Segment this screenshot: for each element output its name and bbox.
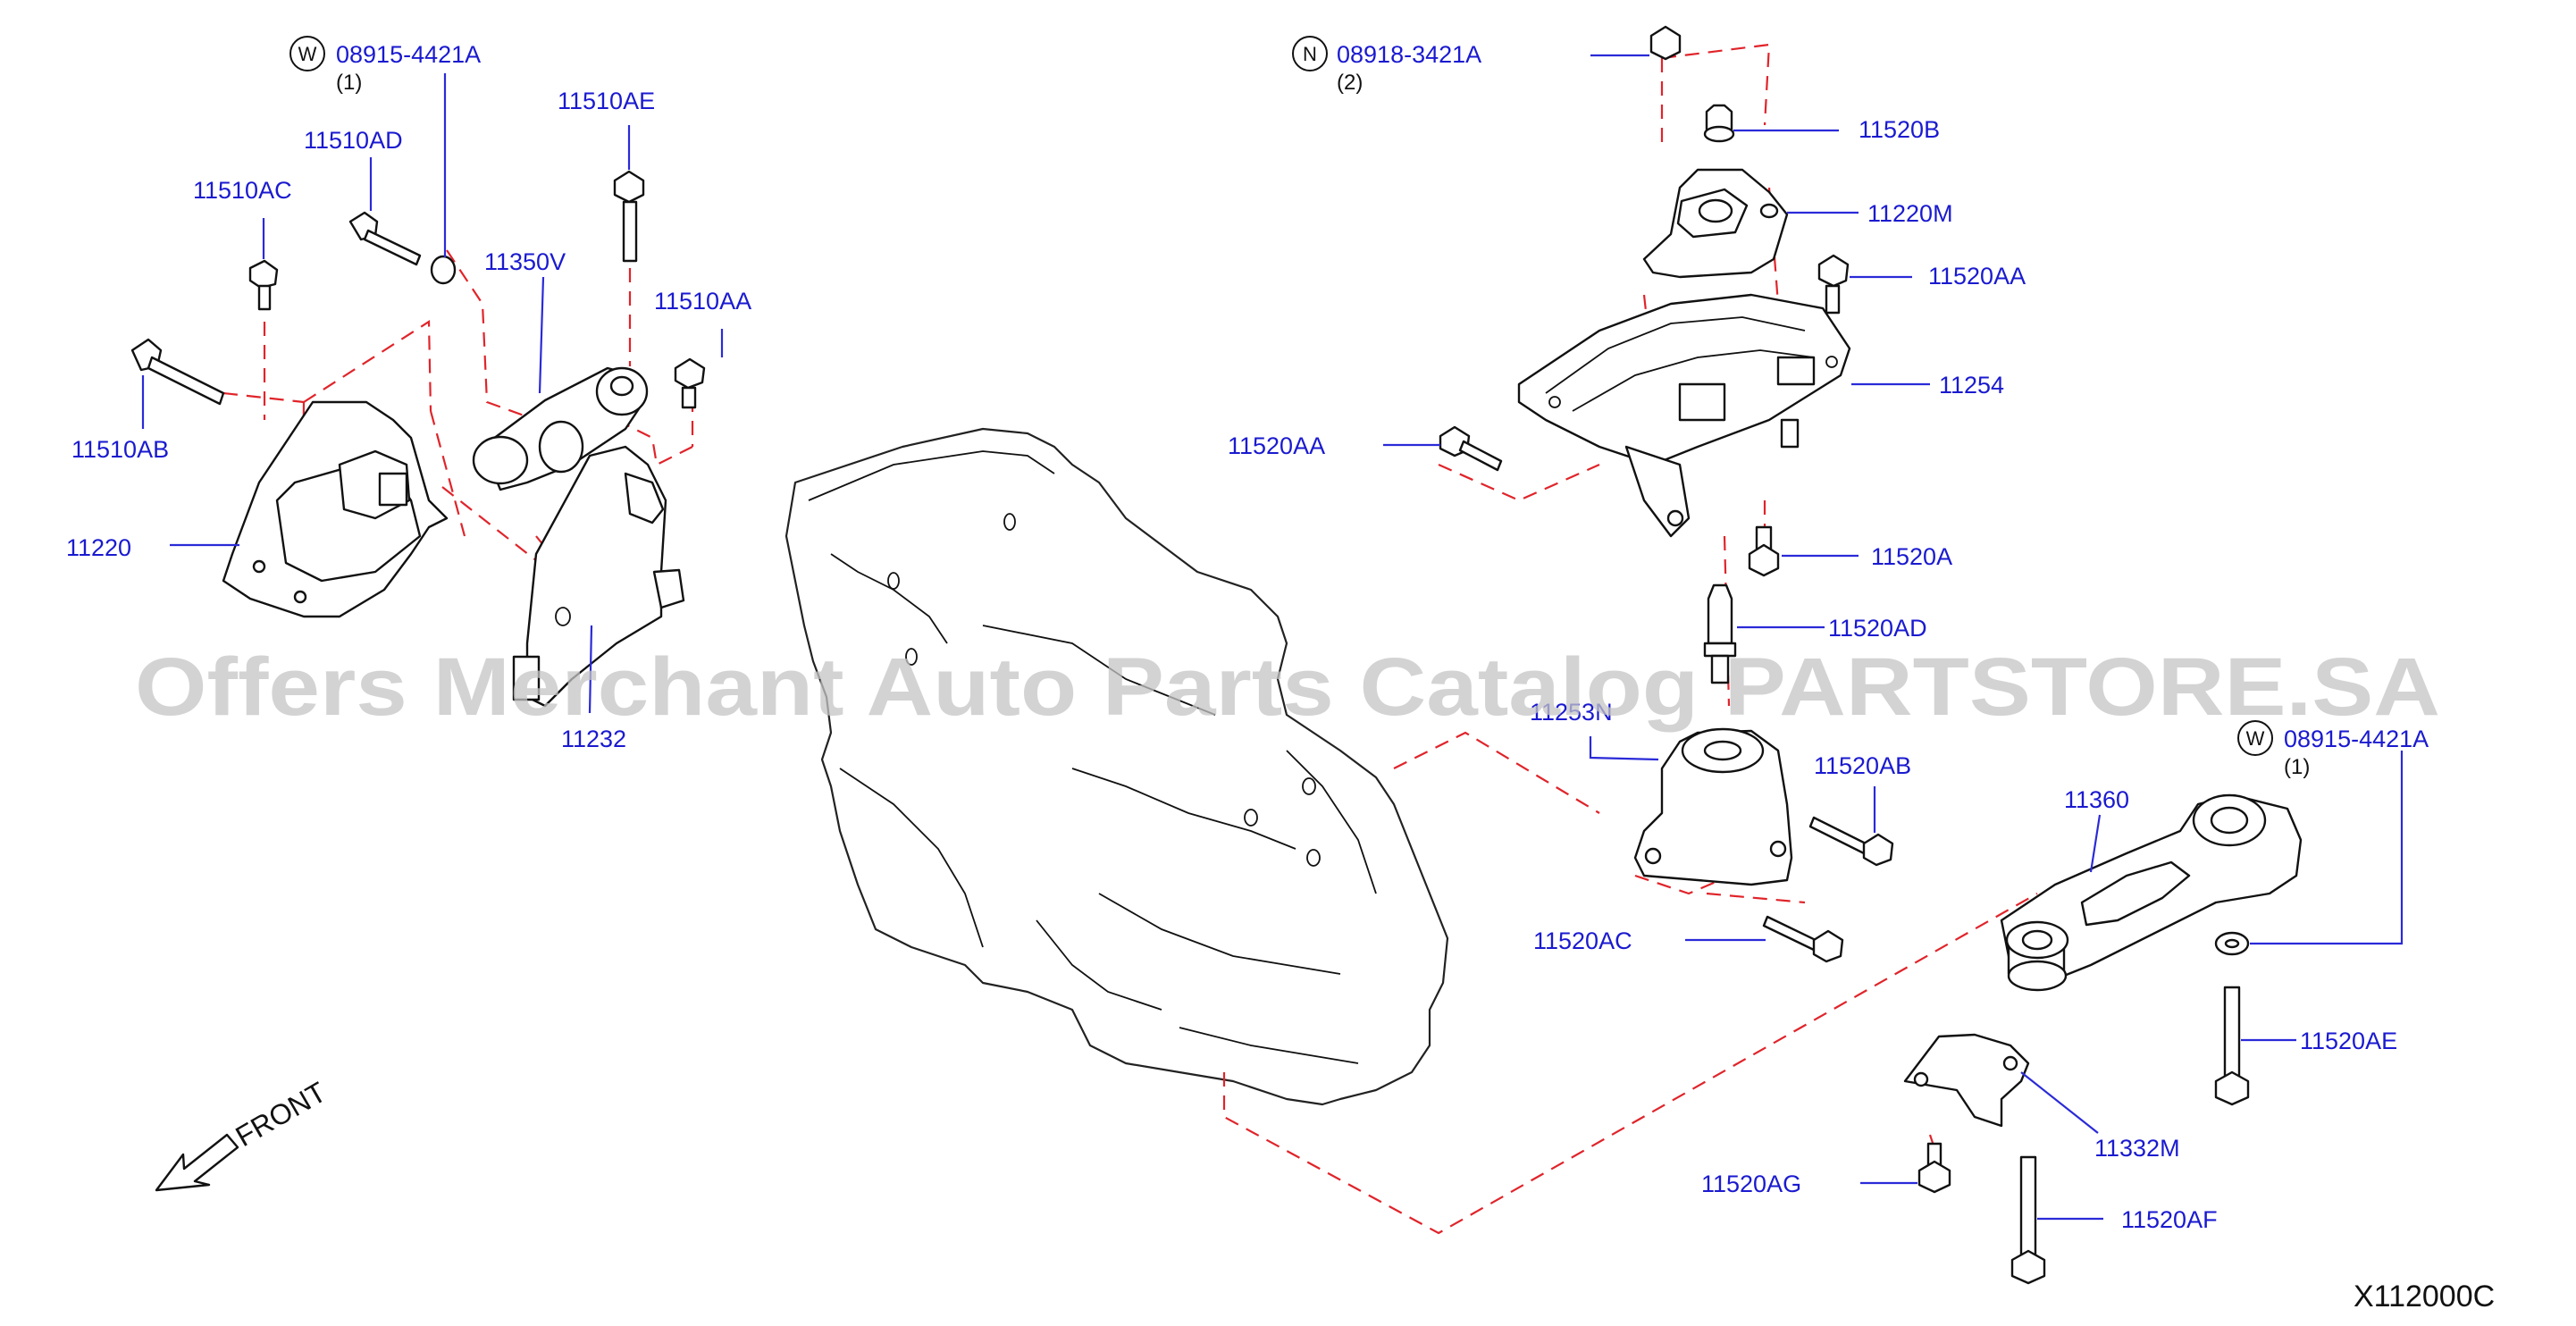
label-11220M[interactable]: 11220M (1867, 200, 1953, 227)
label-11520AA-lower[interactable]: 11520AA (1228, 432, 1325, 459)
watermark: Offers Merchant Auto Parts Catalog PARTS… (135, 642, 2440, 733)
part-labels: 08915-4421A (1) 11510AD 11510AE 11510AC … (66, 41, 2429, 1233)
label-11350V[interactable]: 11350V (484, 248, 566, 275)
label-11510AB[interactable]: 11510AB (71, 436, 169, 463)
label-11254[interactable]: 11254 (1939, 372, 2004, 399)
symbol-letter-w: W (2246, 727, 2265, 750)
label-11510AE[interactable]: 11510AE (558, 88, 655, 114)
bolt-11520AA-lower[interactable] (1439, 425, 1503, 472)
nut-symbol: N (1292, 36, 1328, 71)
label-11510AC[interactable]: 11510AC (193, 177, 292, 204)
label-11510AD[interactable]: 11510AD (304, 127, 403, 154)
front-indicator: FRONT (155, 1076, 331, 1192)
bracket-11232[interactable] (512, 445, 685, 708)
label-11510AA-left[interactable]: 11510AA (654, 288, 751, 315)
label-11220[interactable]: 11220 (66, 534, 131, 561)
bracket-11253N[interactable] (1633, 727, 1793, 886)
bolt-11510AC[interactable] (248, 259, 279, 311)
front-label: FRONT (231, 1076, 331, 1153)
diagram-code: X112000C (2354, 1280, 2495, 1313)
symbol-letter-n: N (1303, 43, 1317, 65)
symbol-letter-w: W (298, 43, 317, 65)
label-11520A[interactable]: 11520A (1871, 543, 1952, 570)
cap-11520B[interactable] (1703, 104, 1735, 143)
stud-11520AD[interactable] (1703, 583, 1737, 684)
bolt-11510AB[interactable] (130, 338, 225, 406)
label-08918-3421A[interactable]: 08918-3421A (1337, 41, 1481, 68)
label-11520AG[interactable]: 11520AG (1701, 1171, 1801, 1197)
label-11520AE[interactable]: 11520AE (2300, 1028, 2397, 1054)
bolt-11510AE[interactable] (613, 170, 645, 263)
engine-mount-11220[interactable] (222, 400, 449, 618)
bushing-11360[interactable] (2005, 920, 2069, 992)
washer-symbol-left: W (289, 36, 325, 71)
label-11253N[interactable]: 11253N (1530, 699, 1613, 726)
label-11520AA-upper[interactable]: 11520AA (1928, 263, 2026, 290)
qty-08915-left: (1) (336, 71, 362, 95)
bolt-11520A[interactable] (1748, 525, 1780, 577)
label-11332M[interactable]: 11332M (2094, 1135, 2180, 1162)
engine-assembly (785, 427, 1449, 1106)
front-arrow-icon (155, 1133, 239, 1192)
label-11232[interactable]: 11232 (561, 726, 626, 752)
qty-08918: (2) (1337, 71, 1363, 95)
label-11520AB[interactable]: 11520AB (1814, 752, 1911, 779)
label-11520B[interactable]: 11520B (1859, 116, 1940, 143)
label-11520AC[interactable]: 11520AC (1533, 927, 1632, 954)
washer-08915-left[interactable] (430, 255, 457, 285)
bolt-11520AA-upper[interactable] (1817, 254, 1850, 315)
torque-rod-11350V[interactable] (472, 366, 649, 491)
bolt-11510AD[interactable] (348, 211, 422, 266)
insulator-11220M[interactable] (1642, 168, 1789, 279)
bolt-11520AG[interactable] (1917, 1142, 1951, 1194)
label-08915-4421A-left[interactable]: 08915-4421A (336, 41, 481, 68)
label-11520AD[interactable]: 11520AD (1828, 615, 1927, 642)
label-11520AF[interactable]: 11520AF (2121, 1206, 2218, 1233)
leader-lines (141, 54, 2404, 1221)
bolt-11520AF[interactable] (2010, 1155, 2046, 1285)
washer-08915-right[interactable] (2214, 931, 2250, 956)
bolt-11510AA-left[interactable] (674, 357, 706, 409)
bolt-11520AE[interactable] (2214, 986, 2250, 1106)
nut-08918[interactable] (1649, 25, 1682, 61)
washer-symbol-right: W (2237, 720, 2273, 756)
bolt-11520AB[interactable] (1808, 816, 1894, 867)
torque-rod-11360[interactable] (2000, 793, 2303, 985)
bolt-11520AC[interactable] (1762, 915, 1844, 963)
label-08915-4421A-right[interactable]: 08915-4421A (2284, 726, 2429, 752)
qty-08915-right: (1) (2284, 755, 2310, 779)
bracket-11254[interactable] (1517, 293, 1851, 538)
bracket-11332M[interactable] (1903, 1033, 2030, 1128)
label-11360[interactable]: 11360 (2064, 786, 2129, 813)
